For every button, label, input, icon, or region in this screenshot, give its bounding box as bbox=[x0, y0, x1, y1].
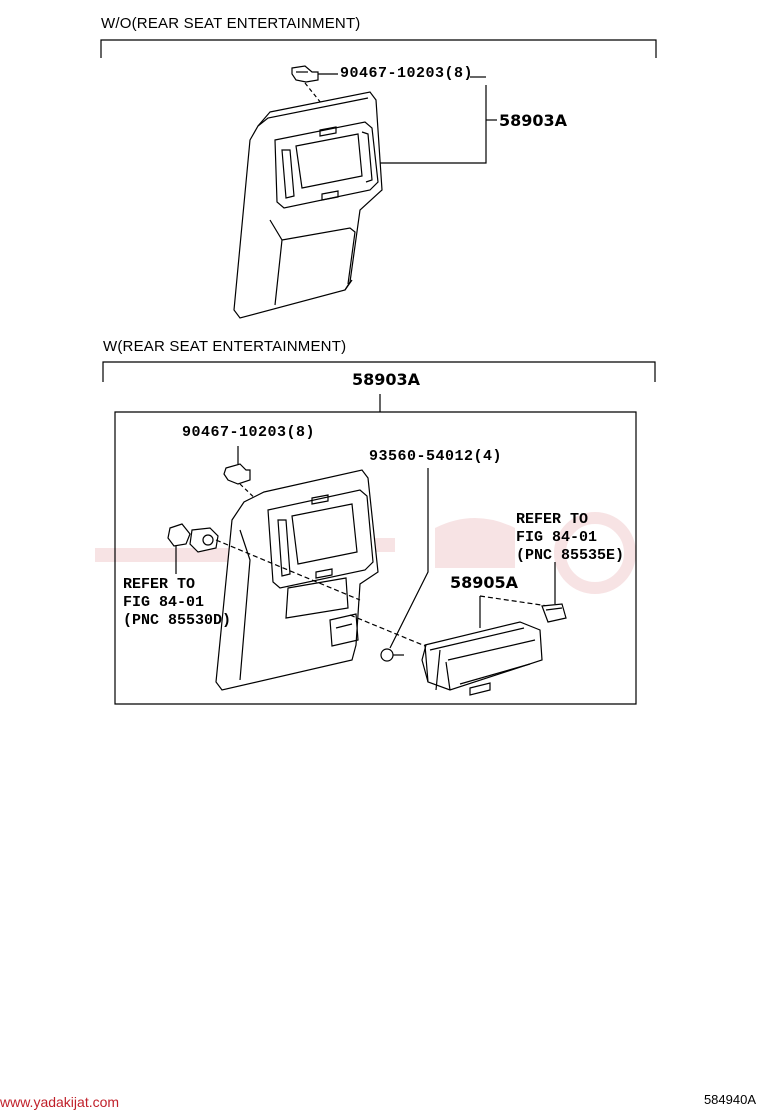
rear-console-panel-bottom bbox=[215, 469, 379, 691]
part-number-clip-top: 90467-10203(8) bbox=[340, 65, 474, 82]
section-title-with-rse: W(REAR SEAT ENTERTAINMENT) bbox=[103, 338, 347, 355]
refer-note-left: REFER TO FIG 84-01 (PNC 85530D) bbox=[123, 576, 232, 629]
connector-icon bbox=[167, 523, 219, 553]
figure-id: 584940A bbox=[703, 1092, 756, 1107]
connector-icon bbox=[541, 603, 567, 623]
part-number-panel-top: 58903A bbox=[499, 111, 568, 130]
part-number-box: 58905A bbox=[450, 573, 519, 592]
rear-console-panel-top bbox=[233, 91, 383, 319]
section-title-without-rse: W/O(REAR SEAT ENTERTAINMENT) bbox=[101, 15, 361, 32]
clip-icon bbox=[291, 65, 319, 83]
refer-note-right: REFER TO FIG 84-01 (PNC 85535E) bbox=[516, 511, 625, 564]
storage-box bbox=[421, 621, 543, 696]
website-link[interactable]: www.yadakijat.com bbox=[0, 1094, 120, 1110]
clip-icon bbox=[223, 463, 251, 485]
part-number-clip-bottom: 90467-10203(8) bbox=[182, 424, 316, 441]
part-number-screw: 93560-54012(4) bbox=[369, 448, 503, 465]
screw-icon bbox=[380, 648, 404, 662]
part-number-panel-bottom: 58903A bbox=[352, 370, 421, 389]
